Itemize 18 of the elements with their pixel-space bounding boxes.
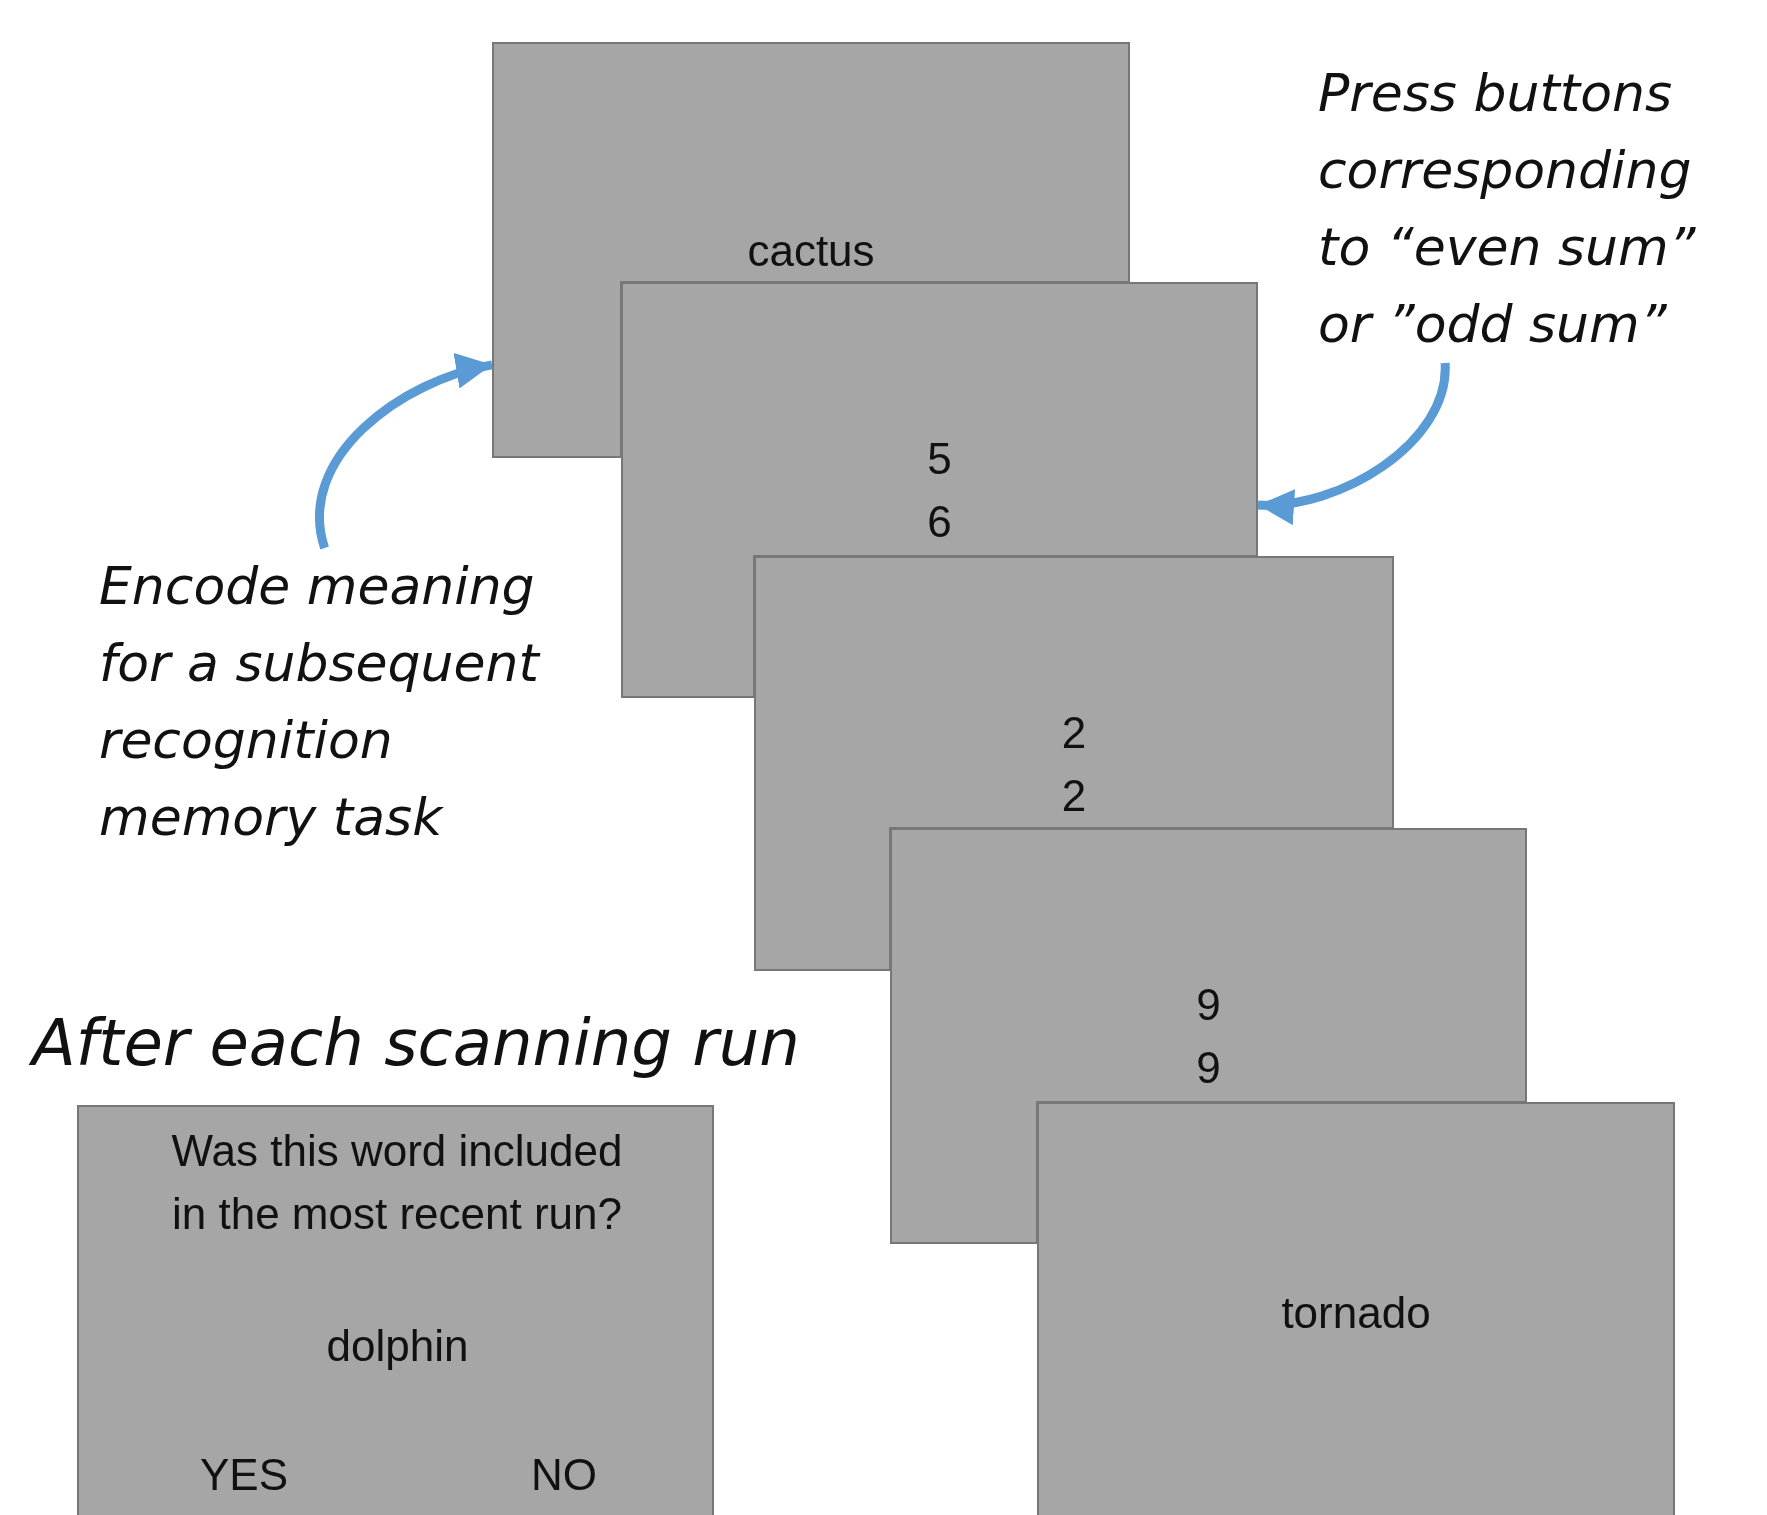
- stimulus-text: cactus: [747, 224, 875, 277]
- answer-option: NO: [499, 1443, 629, 1506]
- curved-arrow: [315, 355, 493, 549]
- stimulus-text: 2: [1061, 769, 1087, 822]
- stimulus-text: 2: [1061, 706, 1087, 759]
- curved-arrow: [1257, 362, 1450, 523]
- stimulus-text: 9: [1196, 979, 1221, 1031]
- answer-option: YES: [179, 1443, 309, 1506]
- question-text: Was this word included in the most recent run?: [170, 1125, 624, 1240]
- stimulus-screen: [1037, 1102, 1675, 1515]
- stimulus-text: 5: [927, 433, 952, 485]
- stimulus-text: 9: [1196, 1042, 1221, 1094]
- stimulus-word: dolphin: [325, 1320, 470, 1372]
- instruction-text: Press buttons corresponding to “even sum” or ”odd sum”: [1318, 63, 1696, 354]
- instruction-text: Encode meaning for a subsequent recognition memory task: [99, 556, 539, 847]
- stimulus-text: tornado: [1281, 1286, 1431, 1339]
- stimulus-screen: [77, 1105, 714, 1515]
- stimulus-text: 6: [927, 496, 952, 548]
